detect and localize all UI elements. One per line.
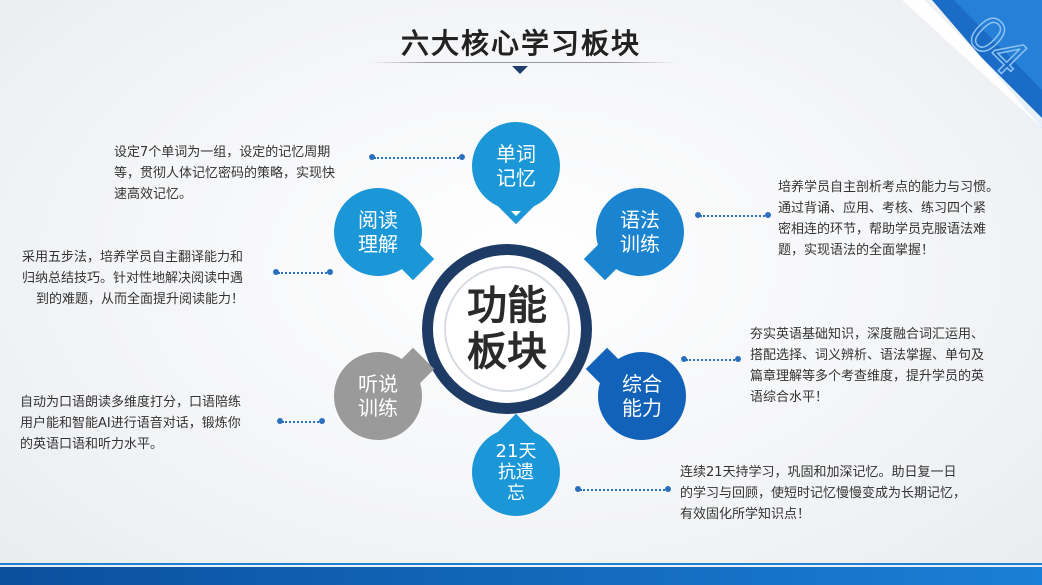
module-word-memory: 单词 记忆 — [472, 122, 560, 210]
page-title: 六大核心学习板块 — [400, 27, 641, 60]
center-label-line2: 板块 — [467, 329, 547, 375]
desc-line: 语综合水平！ — [750, 390, 829, 405]
word-tick-icon — [511, 211, 521, 216]
module-listening-line2: 训练 — [358, 396, 398, 420]
desc-word-memory: 设定7个单词为一组，设定的记忆周期 等，贯彻人体记忆密码的策略，实现快 速高效记… — [114, 142, 369, 205]
connector-comprehensive-start — [681, 356, 687, 362]
center-inner-ring — [444, 266, 570, 392]
desc-grammar: 培养学员自主剖析考点的能力与习惯。 通过背诵、应用、考核、练习四个紧 密相连的环… — [778, 177, 1018, 261]
connector-reading-start — [273, 269, 279, 275]
connector-grammar — [700, 215, 768, 217]
module-word-memory-line2: 记忆 — [496, 166, 536, 190]
connector-listening-start — [277, 418, 283, 424]
desc-line: 篇章理解等多个考查维度，提升学员的英 — [750, 369, 985, 384]
connector-anti-forget-start — [575, 486, 581, 492]
connector-word-start — [459, 154, 465, 160]
module-anti-forget: 21天 抗遗 忘 — [472, 428, 560, 516]
center-hub: 功能 板块 — [422, 244, 592, 414]
module-grammar-line2: 训练 — [620, 232, 660, 256]
desc-line: 的学习与回顾，使短时记忆慢慢变成为长期记忆， — [680, 486, 967, 501]
footer-bar — [0, 567, 1042, 585]
desc-line: 等，贯彻人体记忆密码的策略，实现快 — [114, 166, 336, 181]
connector-anti-forget — [580, 489, 668, 491]
desc-line: 用户能和智能AI进行语音对话，锻炼你 — [20, 416, 241, 431]
module-grammar: 语法 训练 — [596, 188, 684, 276]
desc-line: 通过背诵、应用、考核、练习四个紧 — [778, 201, 987, 216]
module-word-memory-line1: 单词 — [496, 142, 536, 166]
module-reading: 阅读 理解 — [334, 188, 422, 276]
desc-line: 有效固化所学知识点！ — [680, 507, 811, 522]
module-reading-line2: 理解 — [358, 232, 398, 256]
desc-anti-forget: 连续21天持学习，巩固和加深记忆。助日复一日 的学习与回顾，使短时记忆慢慢变成为… — [680, 462, 1010, 525]
connector-grammar-start — [695, 212, 701, 218]
desc-line: 自动为口语朗读多维度打分，口语陪练 — [20, 395, 242, 410]
desc-line: 搭配选择、词义辨析、语法掌握、单句及 — [750, 348, 985, 363]
desc-line: 采用五步法，培养学员自主翻译能力和 — [22, 250, 244, 265]
footer-accent-line — [0, 563, 1042, 565]
center-label: 功能 板块 — [433, 255, 581, 403]
module-anti-forget-line1: 21天 — [495, 440, 537, 462]
desc-line: 设定7个单词为一组，设定的记忆周期 — [114, 145, 331, 160]
corner-decoration: 04 — [902, 0, 1042, 128]
module-reading-line1: 阅读 — [358, 208, 398, 232]
connector-listening-end — [319, 418, 325, 424]
title-marker-triangle — [512, 66, 528, 74]
connector-comprehensive — [686, 359, 738, 361]
module-comprehensive-line1: 综合 — [622, 372, 662, 396]
center-label-line1: 功能 — [467, 283, 547, 329]
module-comprehensive: 综合 能力 — [598, 352, 686, 440]
module-anti-forget-line2: 抗遗 — [498, 461, 534, 483]
connector-grammar-end — [765, 212, 771, 218]
connector-anti-forget-end — [665, 486, 671, 492]
desc-line: 归纳总结技巧。针对性地解决阅读中遇 — [22, 271, 244, 286]
desc-line: 连续21天持学习，巩固和加深记忆。助日复一日 — [680, 465, 957, 480]
desc-line: 速高效记忆。 — [114, 187, 193, 202]
desc-line: 夯实英语基础知识，深度融合词汇运用、 — [750, 327, 985, 342]
desc-line: 的英语口语和听力水平。 — [20, 437, 164, 452]
module-anti-forget-line3: 忘 — [507, 482, 525, 504]
connector-comprehensive-end — [735, 356, 741, 362]
connector-word — [374, 157, 462, 159]
module-listening: 听说 训练 — [334, 352, 422, 440]
desc-comprehensive: 夯实英语基础知识，深度融合词汇运用、 搭配选择、词义辨析、语法掌握、单句及 篇章… — [750, 324, 1025, 408]
module-comprehensive-line2: 能力 — [622, 396, 662, 420]
connector-word-end — [369, 154, 375, 160]
module-listening-line1: 听说 — [358, 372, 398, 396]
desc-line: 密相连的环节，帮助学员克服语法难 — [778, 222, 987, 237]
desc-listening: 自动为口语朗读多维度打分，口语陪练 用户能和智能AI进行语音对话，锻炼你 的英语… — [20, 392, 275, 455]
title-underline — [368, 62, 676, 63]
desc-line: 到的难题，从而全面提升阅读能力！ — [36, 292, 245, 307]
desc-line: 题，实现语法的全面掌握！ — [778, 243, 935, 258]
desc-reading: 采用五步法，培养学员自主翻译能力和 归纳总结技巧。针对性地解决阅读中遇 到的难题… — [22, 247, 277, 310]
connector-listening — [282, 421, 322, 423]
module-grammar-line1: 语法 — [620, 208, 660, 232]
connector-reading-end — [327, 269, 333, 275]
desc-line: 培养学员自主剖析考点的能力与习惯。 — [778, 180, 1000, 195]
connector-reading — [278, 272, 330, 274]
